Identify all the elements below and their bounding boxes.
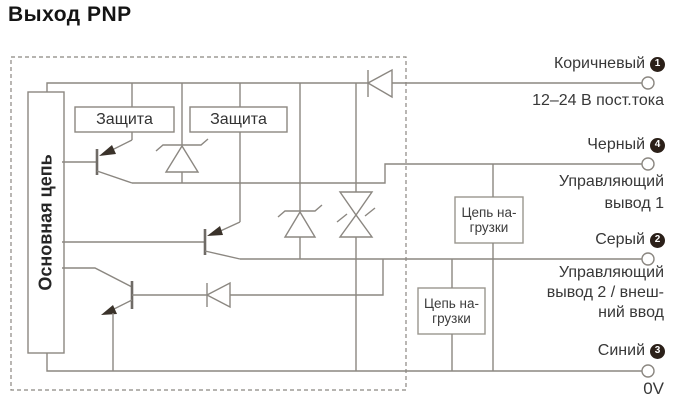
desc-line: 0V bbox=[643, 379, 664, 398]
terminal-row-gray: Серый 2 bbox=[595, 231, 665, 249]
desc-line: ний ввод bbox=[598, 304, 664, 321]
zero-volt-wire bbox=[46, 353, 642, 372]
terminal-row-black: Черный 4 bbox=[587, 136, 665, 154]
desc-line: Управляющий bbox=[558, 264, 664, 281]
terminal-row-brown: Коричневый 1 bbox=[554, 55, 665, 73]
load-circuit-label-2: Цепь на- грузки bbox=[418, 288, 485, 334]
reverse-protection-diode bbox=[366, 68, 393, 99]
wire-name-black: Черный bbox=[587, 136, 645, 153]
zener-diode-1 bbox=[155, 83, 209, 183]
desc-line: 12–24 В пост.тока bbox=[532, 92, 664, 109]
bidirectional-zener bbox=[336, 83, 376, 371]
wire-name-gray: Серый bbox=[595, 231, 645, 248]
top-supply-bus bbox=[46, 82, 642, 107]
protection-label-1: Защита bbox=[96, 110, 153, 128]
protection-box-1 bbox=[74, 106, 175, 133]
protection-label-2: Защита bbox=[210, 110, 267, 128]
pin-badge-4: 4 bbox=[650, 137, 665, 153]
wire-name-blue: Синий bbox=[597, 342, 645, 359]
load-1-line1: Цепь на- bbox=[461, 204, 517, 220]
diagram-title: Выход PNP bbox=[8, 3, 132, 26]
terminal-blue bbox=[641, 364, 655, 378]
protection-box-2 bbox=[189, 106, 288, 133]
terminal-desc-blue: 0V bbox=[643, 379, 664, 398]
transistor-3 bbox=[62, 267, 207, 371]
main-circuit-block: Основная цепь bbox=[28, 92, 64, 353]
terminal-black bbox=[641, 157, 655, 171]
desc-line: вывод 2 / внеш- bbox=[546, 284, 664, 301]
load-2-line2: грузки bbox=[432, 311, 471, 326]
zener-diode-2 bbox=[277, 83, 323, 259]
main-circuit-box bbox=[27, 91, 65, 354]
terminal-desc-black: Управляющий вывод 1 bbox=[559, 171, 664, 215]
load-circuit-label-1: Цепь на- грузки bbox=[455, 197, 523, 243]
desc-line: Управляющий bbox=[558, 173, 664, 190]
dashed-enclosure bbox=[10, 56, 407, 391]
terminal-desc-brown: 12–24 В пост.тока bbox=[532, 91, 664, 110]
black-output-wire bbox=[132, 163, 642, 184]
terminal-brown bbox=[641, 76, 655, 90]
main-circuit-label: Основная цепь bbox=[35, 154, 56, 291]
wire-name-brown: Коричневый bbox=[553, 55, 645, 72]
terminal-gray bbox=[641, 252, 655, 266]
load-circuit-box-1 bbox=[454, 196, 524, 244]
pin-badge-2: 2 bbox=[650, 232, 665, 248]
pin-badge-1: 1 bbox=[650, 56, 665, 72]
load-2-line1: Цепь на- bbox=[423, 295, 480, 311]
desc-line: вывод 1 bbox=[604, 195, 664, 212]
input-diode bbox=[205, 259, 384, 309]
transistor-2 bbox=[62, 132, 241, 260]
load-1-line2: грузки bbox=[469, 220, 509, 235]
pin-badge-3: 3 bbox=[650, 343, 665, 359]
terminal-row-blue: Синий 3 bbox=[598, 342, 665, 360]
terminal-desc-gray: Управляющий вывод 2 / внеш- ний ввод bbox=[547, 263, 664, 323]
transistor-1 bbox=[62, 132, 133, 184]
